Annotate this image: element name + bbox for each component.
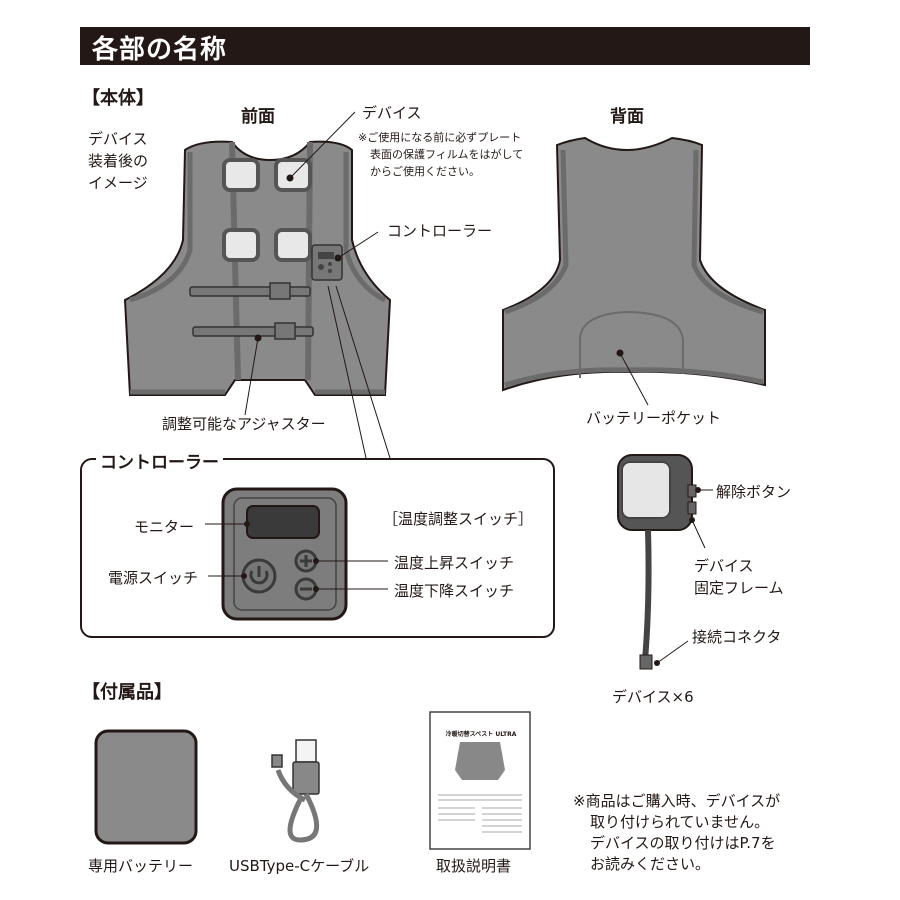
callout-battery-pocket: バッテリーポケット [586,409,722,427]
image-caption: デバイス 装着後の イメージ [88,130,149,192]
section-main-body: 【本体】 [82,88,154,109]
header-bar: 各部の名称 [80,27,810,65]
usb-cable-illustration [271,739,320,843]
device-caption: デバイス×6 [612,688,694,706]
front-label: 前面 [241,107,275,127]
accessory-battery-label: 専用バッテリー [88,857,194,875]
temp-down-label: 温度下降スイッチ [394,582,515,600]
manual-cover-title: 冷暖切替スベスト ULTRA [445,731,517,738]
accessory-manual-label: 取扱説明書 [436,857,512,875]
controller-detail-box [80,458,555,638]
manual-illustration [429,711,531,850]
device-note: ※ご使用になる前に必ずプレート 表面の保護フィルムをはがして からご使用ください… [358,131,524,178]
power-switch-label: 電源スイッチ [108,569,199,587]
front-vest-illustration [123,111,392,459]
monitor-label: モニター [134,518,195,536]
page-title: 各部の名称 [92,35,228,65]
back-vest-illustration [502,136,766,406]
section-accessories: 【付属品】 [82,682,172,703]
temp-switch-group-label: ［温度調整スイッチ］ [383,510,534,528]
controller-illustration [205,487,388,621]
accessory-cable-label: USBType-Cケーブル [229,857,370,875]
callout-controller: コントローラー [387,222,493,240]
callout-adjuster: 調整可能なアジャスター [162,415,326,433]
temp-up-label: 温度上昇スイッチ [394,554,515,572]
back-label: 背面 [610,107,644,127]
footnote: ※商品はご購入時、デバイスが 取り付けられていません。 デバイスの取り付けはP.… [573,792,781,873]
frame-label: デバイス 固定フレーム [694,557,784,597]
controller-title: コントローラー [96,448,223,473]
device-illustration [617,454,713,670]
callout-device: デバイス [362,104,422,122]
connector-label: 接続コネクタ [692,628,782,646]
battery-illustration [94,729,198,845]
release-button-label: 解除ボタン [716,483,792,501]
